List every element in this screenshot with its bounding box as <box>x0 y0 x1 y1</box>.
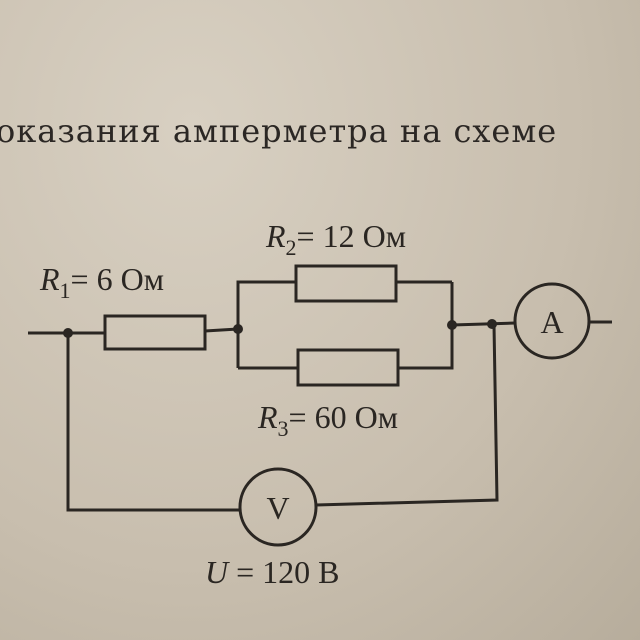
junction-node <box>233 324 243 334</box>
problem-text: оказания амперметра на схеме <box>0 112 558 150</box>
r1-label: R1= 6 Ом <box>39 261 164 303</box>
r3-label: R3= 60 Ом <box>257 399 398 441</box>
wire-voltmeter-right <box>315 324 499 507</box>
resistor-r3 <box>296 348 400 387</box>
voltage-label: U= 120 В <box>205 554 340 590</box>
resistor-r2 <box>294 264 398 303</box>
junction-node <box>63 328 73 338</box>
junction-node <box>487 319 497 329</box>
wire-r1-out <box>204 327 239 333</box>
wire-left-parallel <box>236 280 296 368</box>
resistor-r1 <box>103 314 207 351</box>
r2-label: R2= 12 Ом <box>265 218 406 260</box>
wire-voltmeter-left <box>66 333 240 512</box>
wire-to-ammeter <box>451 321 516 327</box>
junction-node <box>447 320 457 330</box>
voltmeter <box>238 467 318 547</box>
ammeter-label: A <box>540 304 563 340</box>
wire-right-parallel <box>398 282 454 370</box>
ammeter <box>513 282 591 360</box>
voltmeter-label: V <box>266 490 289 526</box>
